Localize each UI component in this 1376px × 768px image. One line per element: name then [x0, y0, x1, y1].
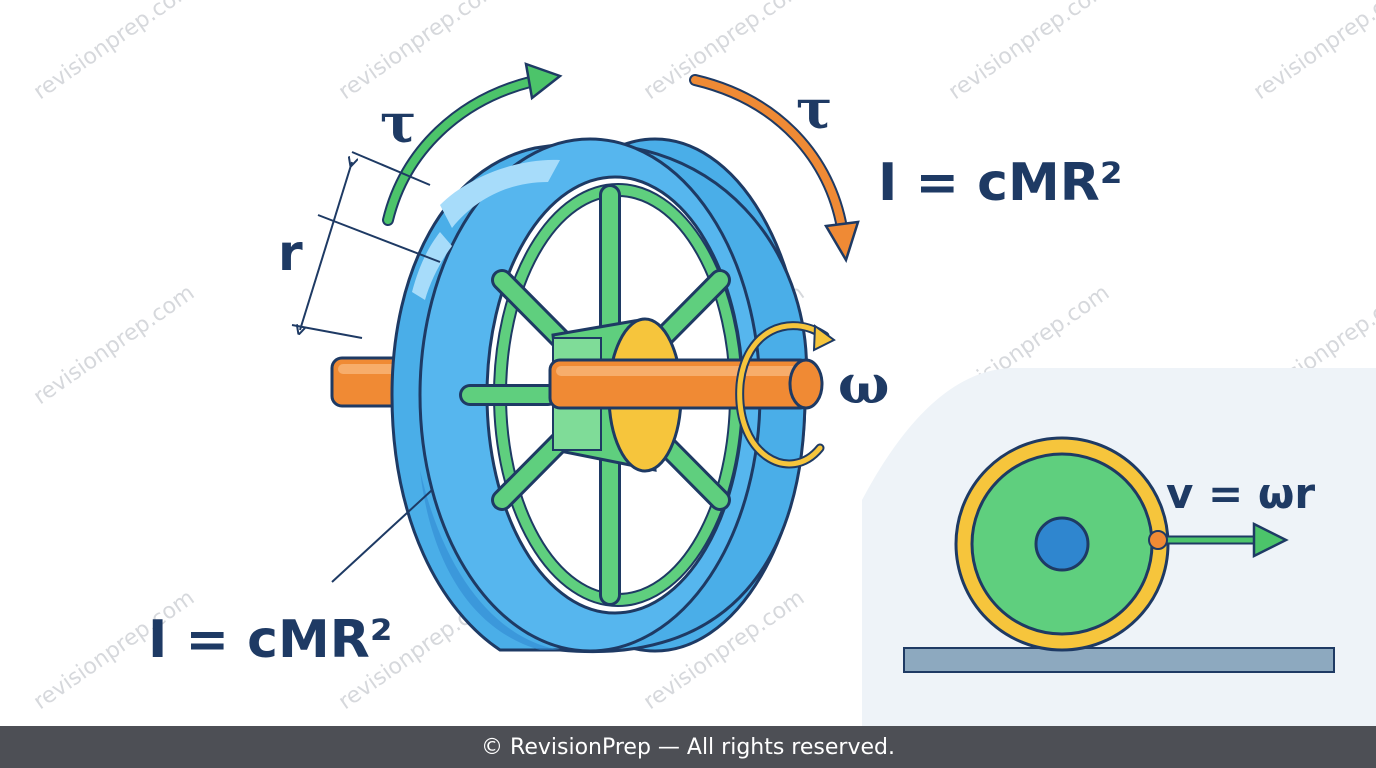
inertia-label-bottom: I = cMR² — [148, 610, 393, 670]
rotational-dynamics-diagram: revisionprep.com revisionprep.com revision… — [29, 0, 1376, 726]
torque-arrow-green — [382, 62, 563, 226]
angular-velocity-arrow — [735, 321, 836, 469]
watermark-text: revisionprep.com — [29, 280, 199, 410]
velocity-label: v = ωr — [1166, 469, 1315, 518]
torque-label-left: τ — [380, 91, 416, 155]
rolling-wheel: v = ωr — [903, 436, 1335, 673]
ground-surface — [903, 647, 1335, 673]
radius-label: r — [278, 224, 303, 282]
watermark-text: revisionprep.com — [334, 0, 504, 105]
axle-right — [548, 358, 824, 410]
contact-point — [1148, 530, 1168, 550]
velocity-arrow — [1155, 521, 1289, 559]
inertia-label-top: I = cMR² — [878, 153, 1123, 213]
omega-label: ω — [838, 352, 889, 416]
watermark-text: revisionprep.com — [29, 0, 199, 105]
radius-dimension — [291, 151, 441, 339]
torque-arrow-orange — [689, 74, 860, 264]
inertia-leader-line — [331, 489, 433, 583]
torque-label-right: τ — [796, 77, 832, 141]
copyright-footer: © RevisionPrep — All rights reserved. — [0, 726, 1376, 768]
watermark-text: revisionprep.com — [944, 0, 1114, 105]
watermark-text: revisionprep.com — [1249, 0, 1376, 105]
